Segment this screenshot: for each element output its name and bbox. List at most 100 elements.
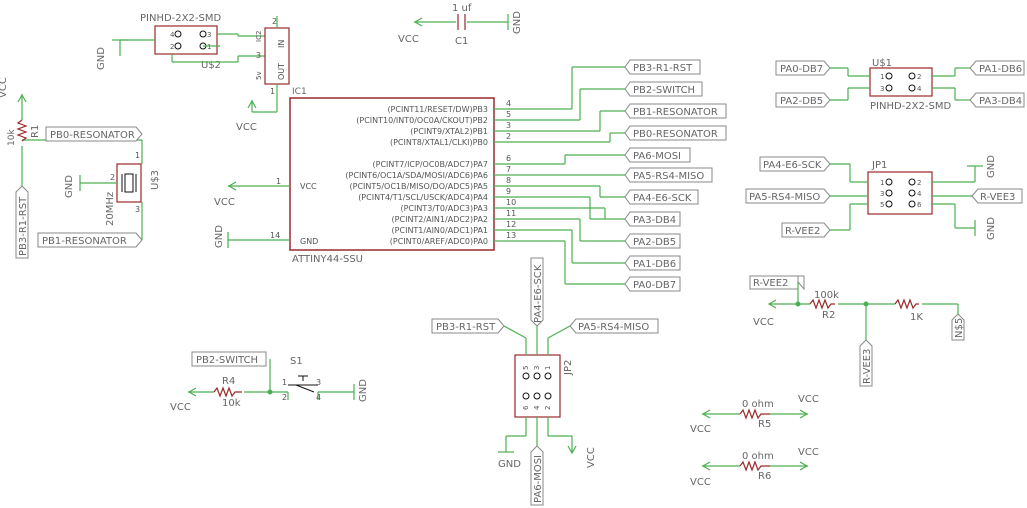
ic1-pin-func: (PCINT4/T1/SCL/USCK/ADC4)PA4	[358, 193, 488, 202]
r5-vcc-right: VCC	[798, 394, 819, 405]
u2-gnd-label: GND	[96, 47, 107, 70]
svg-text:PA4-E6-SCK: PA4-E6-SCK	[633, 193, 692, 204]
u2-body	[154, 25, 218, 55]
r2-vcc-label: VCC	[753, 317, 774, 328]
svg-text:6: 6	[917, 201, 922, 209]
s1-name: S1	[290, 356, 303, 367]
svg-text:1: 1	[282, 378, 287, 387]
s1-vcc-label: VCC	[170, 402, 191, 413]
jp1-net-labels: PA4-E6-SCK PA5-RS4-MISO R-VEE2 R-VEE3	[745, 156, 1023, 238]
ic1-pin-num: 5	[506, 110, 511, 119]
u2-value: PINHD-2X2-SMD	[140, 13, 221, 24]
ic2-vcc-label: VCC	[236, 122, 257, 133]
jp2-vcc-label: VCC	[586, 447, 597, 468]
net-label-pb0-resonator-left: PB0-RESONATOR	[45, 126, 143, 142]
r5-resistor: 0 ohm R5 VCC VCC	[690, 394, 819, 435]
net-label-pb1-resonator: PB1-RESONATOR	[624, 103, 727, 119]
net-label-r-vee3: R-VEE3	[859, 339, 873, 387]
svg-text:R-VEE3: R-VEE3	[980, 192, 1015, 203]
svg-text:2: 2	[110, 173, 115, 182]
svg-text:3: 3	[256, 51, 261, 60]
svg-text:3: 3	[533, 366, 541, 370]
svg-text:PA6-MOSI: PA6-MOSI	[633, 151, 681, 162]
svg-text:PB3-R1-RST: PB3-R1-RST	[18, 196, 29, 256]
r5-value: 0 ohm	[742, 399, 774, 410]
jp2-name: JP2	[563, 360, 574, 376]
svg-text:PA3-DB4: PA3-DB4	[979, 96, 1022, 107]
ic1-pin-func: (PCINT10/INT0/OC0A/CKOUT)PB2	[356, 116, 488, 125]
svg-text:2: 2	[282, 393, 287, 402]
ic1-pin-num: 8	[506, 176, 511, 185]
r6-value: 0 ohm	[742, 451, 774, 462]
u1-value: PINHD-2X2-SMD	[870, 101, 951, 112]
svg-text:PA6-MOSI: PA6-MOSI	[533, 455, 544, 503]
r6-name: R6	[758, 471, 771, 482]
ic1-gnd-pin: GND	[300, 237, 318, 246]
ic1-pin1-num: 1	[276, 177, 281, 186]
u1-body	[869, 67, 933, 97]
svg-text:1: 1	[135, 151, 140, 160]
svg-text:PA5-RS4-MISO: PA5-RS4-MISO	[749, 192, 820, 203]
net-label-pa1-db6: PA1-DB6	[624, 255, 681, 271]
ic1-pin-func: (PCINT8/XTAL1/CLKI)PB0	[390, 138, 488, 147]
c1-capacitor: 1 uf C1 VCC GND	[398, 3, 523, 47]
u3-body	[116, 163, 142, 203]
u3-value: 20MHz	[105, 192, 116, 226]
svg-text:PA1-DB6: PA1-DB6	[979, 64, 1022, 75]
ic1-pin-num: 7	[506, 165, 511, 174]
svg-text:3: 3	[316, 378, 321, 387]
svg-text:4: 4	[917, 85, 922, 93]
ic1-attiny44: IC1 ATTINY44-SSU VCC 1 VCC GND 14 GND (P…	[214, 59, 727, 292]
r2-name: R2	[822, 310, 835, 321]
r1-name: R1	[30, 125, 41, 138]
svg-text:1: 1	[880, 73, 884, 81]
svg-text:PA5-RS4-MISO: PA5-RS4-MISO	[633, 171, 704, 182]
r1-value: 10k	[7, 129, 17, 146]
net-label-pa3-db4: PA3-DB4	[624, 211, 681, 227]
svg-text:PA4-E6-SCK: PA4-E6-SCK	[533, 264, 544, 323]
ic1-pin-num: 4	[506, 99, 511, 108]
svg-text:PA3-DB4: PA3-DB4	[633, 215, 676, 226]
u3-name: U$3	[150, 170, 161, 190]
svg-text:1: 1	[544, 366, 552, 370]
ic1-pin-func: (PCINT3/T0/ADC3)PA3	[400, 204, 488, 213]
jp2-gnd-label: GND	[498, 459, 521, 470]
svg-text:2: 2	[917, 73, 921, 81]
c1-vcc-label: VCC	[398, 34, 419, 45]
jp1-body	[867, 171, 933, 215]
u1-net-labels: PA0-DB7 PA2-DB5 PA1-DB6 PA3-DB4	[775, 60, 1025, 108]
svg-text:2: 2	[544, 406, 552, 410]
net-label-pa4-e6-sck: PA4-E6-SCK	[624, 189, 699, 205]
jp1-header: JP1 1 2 3 4 5 6 GND GND PA4-E6-SCK PA5-R…	[745, 155, 1023, 240]
svg-text:PA0-DB7: PA0-DB7	[780, 64, 823, 75]
s1-switch: PB2-SWITCH R4 10k VCC S1 1 2 3 4 GND	[170, 351, 369, 413]
svg-text:PA2-DB5: PA2-DB5	[780, 96, 823, 107]
ic1-pin-func: (PCINT2/AIN1/ADC2)PA2	[392, 215, 488, 224]
ic1-pin-num: 6	[506, 154, 511, 163]
svg-text:PB2-SWITCH: PB2-SWITCH	[633, 85, 695, 96]
ic1-pin-func: (PCINT0/AREF/ADC0)PA0	[390, 237, 488, 246]
net-label-pa2-db5: PA2-DB5	[624, 233, 681, 249]
r4-name: R4	[222, 376, 235, 387]
svg-text:2: 2	[917, 179, 921, 187]
net-label-pb3-r1-rst-left: PB3-R1-RST	[15, 185, 29, 259]
svg-text:PB1-RESONATOR: PB1-RESONATOR	[42, 236, 127, 247]
net-label-pa5-rs4-miso: PA5-RS4-MISO	[624, 167, 713, 183]
u3-resonator: 1 2 3 U$3 20MHz GND	[64, 140, 161, 240]
u3-gnd-label: GND	[64, 175, 75, 198]
jp1-gnd-bottom: GND	[986, 217, 997, 240]
r6-vcc-right: VCC	[798, 447, 819, 458]
jp1-gnd-top: GND	[986, 155, 997, 178]
svg-text:PB0-RESONATOR: PB0-RESONATOR	[633, 129, 718, 140]
svg-text:PB2-SWITCH: PB2-SWITCH	[196, 355, 258, 366]
net-label-pb2-switch: PB2-SWITCH	[624, 81, 703, 97]
net-label-r-vee2: R-VEE2	[749, 275, 805, 291]
ic1-body	[289, 97, 495, 251]
net-label-n5: N$5	[951, 313, 965, 341]
u2-header: PINHD-2X2-SMD 4 3 2 1 U$2 GND	[96, 13, 265, 71]
ic1-pin-list: (PCINT11/RESET/DW)PB3 (PCINT10/INT0/OC0A…	[345, 99, 516, 246]
svg-text:2: 2	[170, 43, 174, 51]
net-label-pb3-r1-rst: PB3-R1-RST	[624, 59, 701, 75]
svg-text:2: 2	[272, 17, 277, 26]
c1-value: 1 uf	[452, 3, 472, 14]
